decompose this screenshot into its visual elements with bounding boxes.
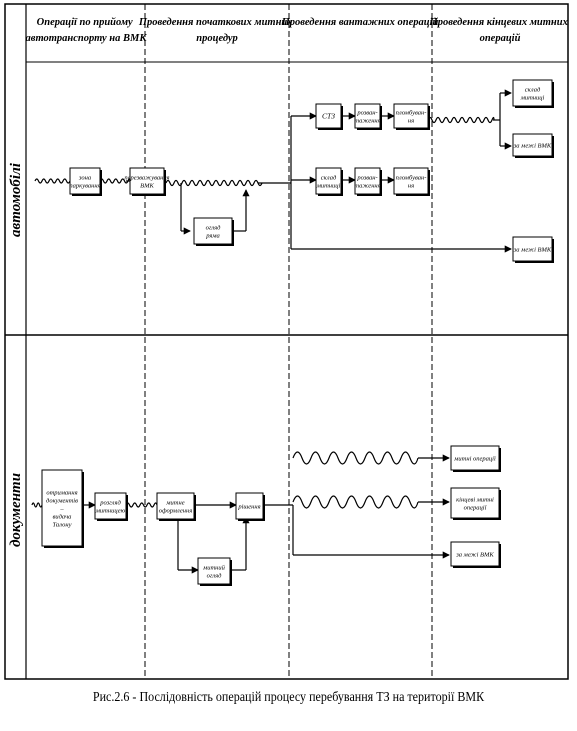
wait-wave-8	[292, 495, 419, 509]
box-decision	[235, 492, 264, 520]
row-label-documents: документи	[8, 473, 24, 547]
wait-wave-1	[34, 178, 71, 184]
box-reweighing	[129, 167, 165, 195]
box-out-of-vmk-2-label: за межі ВМК	[513, 246, 552, 253]
box-customs-clearance	[156, 492, 195, 520]
box-receive-documents	[41, 469, 83, 547]
wait-wave-3	[165, 179, 263, 187]
box-ctz	[315, 103, 342, 129]
box-out-of-vmk-3	[450, 541, 500, 567]
box-out-of-vmk-3-label: за межі ВМК	[455, 551, 494, 558]
row-label-vehicles: автомобілі	[8, 162, 24, 237]
box-out-of-vmk-1-label: за межі ВМК	[513, 142, 552, 149]
box-ctz-label: СТЗ	[322, 112, 335, 121]
box-sealing-2-label: пломбуван-ня	[396, 174, 427, 189]
wait-wave-2	[99, 178, 131, 184]
box-sealing-2	[393, 167, 429, 195]
column-header-2: Проведення початкових митних процедур	[138, 17, 295, 44]
box-customs-operations-label: митні операції	[453, 455, 497, 462]
wait-wave-7	[292, 451, 419, 465]
box-sealing-1	[393, 103, 429, 129]
box-customs-inspection	[197, 557, 231, 585]
box-customs-warehouse-2	[512, 79, 553, 107]
box-customs-warehouse-1	[315, 167, 342, 195]
box-sealing-1-label: пломбуван-ня	[396, 109, 427, 124]
wait-wave-4	[427, 116, 495, 124]
figure-caption: Рис.2.6 - Послідовність операцій процесу…	[92, 690, 485, 705]
wait-wave-6	[125, 502, 158, 508]
column-header-3: Проведення вантажних операцій	[281, 17, 439, 28]
box-unloading-1-label: розван-таження	[354, 109, 380, 124]
box-unloading-2-label: розван-таження	[354, 174, 380, 189]
box-out-of-vmk-2	[512, 236, 553, 262]
box-parking-zone	[69, 167, 101, 195]
box-unloading-1	[354, 103, 381, 129]
box-customs-review	[94, 492, 127, 520]
box-out-of-vmk-1	[512, 133, 553, 157]
box-unloading-2	[354, 167, 381, 195]
box-inspection	[193, 217, 233, 245]
box-decision-label: рішення	[237, 503, 260, 510]
column-header-1: Операції по прийому автотранспорту на ВМ…	[26, 17, 148, 44]
box-customs-operations	[450, 445, 500, 471]
column-header-4: Проведення кінцевих митних операцій	[429, 17, 571, 44]
wait-wave-5	[31, 502, 43, 508]
box-final-customs-operations	[450, 487, 500, 519]
diagram-frame	[4, 3, 569, 680]
